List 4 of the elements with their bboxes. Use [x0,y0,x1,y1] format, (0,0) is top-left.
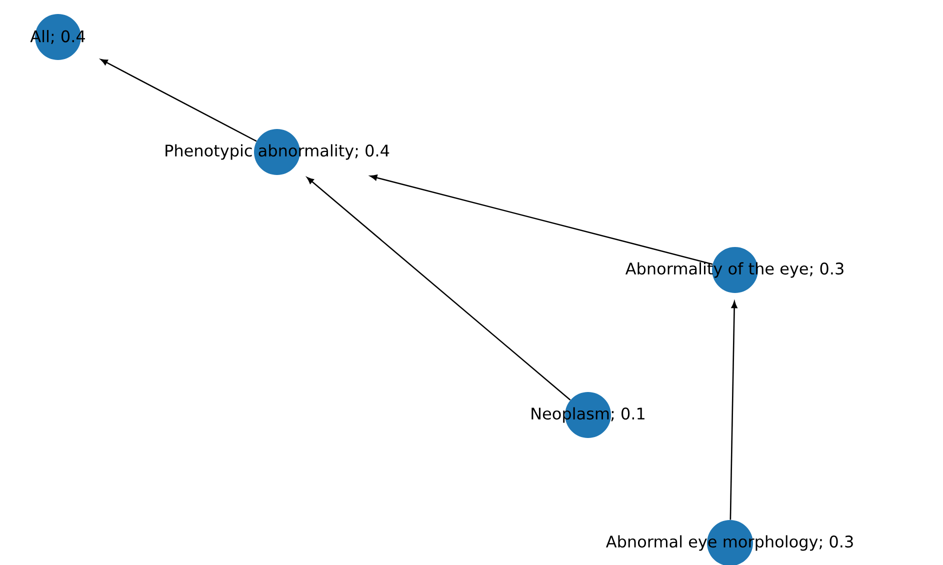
arrow [306,177,571,400]
arrow [370,174,713,265]
arrow [730,301,738,520]
arrow [100,59,257,142]
